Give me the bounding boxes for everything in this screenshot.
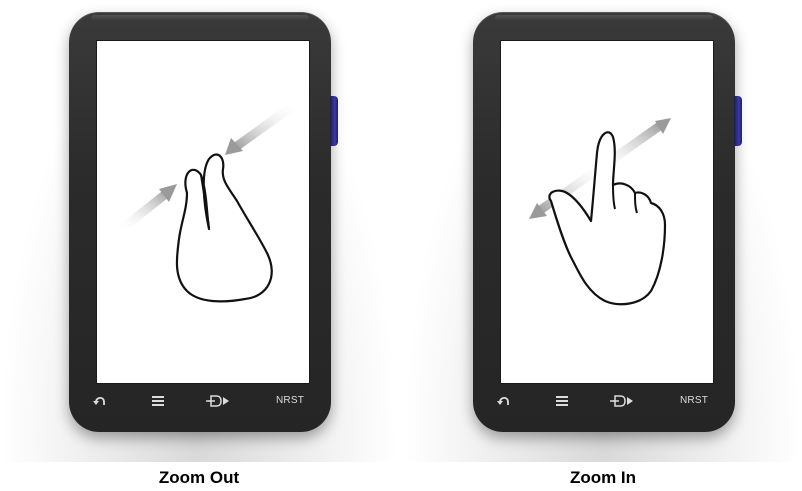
direct-to-icon	[610, 395, 634, 407]
menu-button[interactable]	[145, 386, 171, 416]
hand-pinch-icon	[177, 154, 272, 301]
softkey-bar: NRST	[79, 386, 321, 416]
gps-device: NRST	[69, 12, 331, 432]
direct-to-button[interactable]	[605, 386, 639, 416]
back-arrow-icon	[497, 394, 511, 408]
zoom-out-caption: Zoom Out	[0, 466, 398, 490]
side-power-key[interactable]	[330, 96, 338, 146]
direct-to-icon	[206, 395, 230, 407]
device-highlight	[495, 15, 713, 21]
pinch-in-gesture-illustration	[97, 41, 309, 383]
nearest-button[interactable]: NRST	[671, 386, 717, 416]
menu-icon	[152, 396, 164, 406]
softkey-bar: NRST	[483, 386, 725, 416]
menu-button[interactable]	[549, 386, 575, 416]
nearest-button[interactable]: NRST	[267, 386, 313, 416]
menu-icon	[556, 396, 568, 406]
touch-screen[interactable]	[96, 40, 310, 384]
gps-device: NRST	[473, 12, 735, 432]
device-highlight	[91, 15, 309, 21]
hand-spread-icon	[549, 132, 665, 304]
side-power-key[interactable]	[734, 96, 742, 146]
touch-screen[interactable]	[500, 40, 714, 384]
direct-to-button[interactable]	[201, 386, 235, 416]
back-button[interactable]	[87, 386, 113, 416]
zoom-in-caption: Zoom In	[404, 466, 802, 490]
zoom-in-panel: NRST	[404, 0, 802, 462]
spread-gesture-illustration	[501, 41, 713, 383]
arrow-inward-upper-icon	[225, 103, 297, 155]
back-button[interactable]	[491, 386, 517, 416]
arrow-inward-lower-icon	[119, 184, 177, 231]
back-arrow-icon	[93, 394, 107, 408]
zoom-out-panel: NRST	[0, 0, 398, 462]
